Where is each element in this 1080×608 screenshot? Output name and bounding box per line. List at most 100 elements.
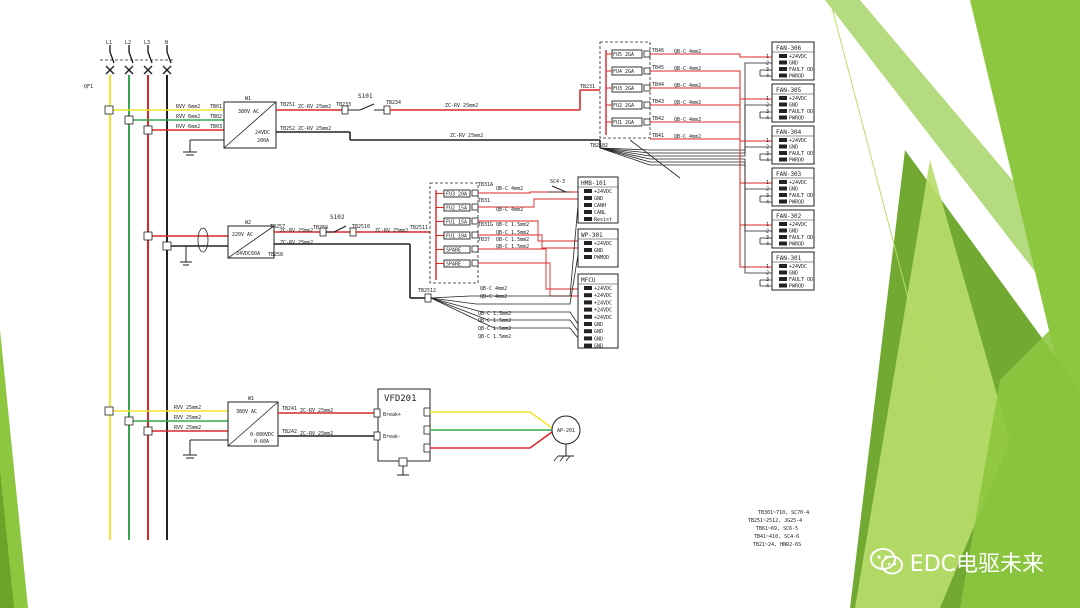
svg-text:TB233: TB233 bbox=[336, 102, 351, 108]
svg-text:TB258: TB258 bbox=[268, 252, 283, 258]
svg-text:W2: W2 bbox=[245, 220, 251, 226]
section-power-supply-1: RVV 6mm2 RVV 6mm2 RVV 6mm2 TB01 TB02 TB0… bbox=[104, 84, 608, 156]
svg-text:Break+: Break+ bbox=[383, 412, 401, 418]
wire-label: QB-C 4mm2 bbox=[674, 83, 701, 89]
svg-text:TB231: TB231 bbox=[580, 84, 595, 90]
svg-text:220V AC: 220V AC bbox=[232, 232, 253, 238]
fan-pin-number: 2 bbox=[766, 187, 769, 193]
wp-connector-pin-label: +24VDC bbox=[594, 241, 612, 247]
fan-pin-number: 2 bbox=[766, 61, 769, 67]
fan-pin-label: +24VDC bbox=[789, 180, 807, 186]
mfcu-connector-pin-label: +24VDC bbox=[594, 308, 612, 314]
vfd-box bbox=[377, 388, 431, 462]
fan-pin-number: 2 bbox=[766, 145, 769, 151]
svg-text:TB257: TB257 bbox=[270, 224, 285, 230]
fuse-label: SPARE bbox=[446, 262, 461, 268]
svg-text:ZC-RV 25mm2: ZC-RV 25mm2 bbox=[298, 126, 331, 132]
wechat-icon bbox=[869, 548, 903, 575]
fan-pin-label: +24VDC bbox=[789, 54, 807, 60]
terminal-label: TB37 bbox=[478, 237, 490, 243]
svg-text:TB2512: TB2512 bbox=[418, 288, 436, 294]
svg-text:RVV 25mm2: RVV 25mm2 bbox=[174, 405, 201, 411]
mfcu-connector-pin-label: +24VDC bbox=[594, 286, 612, 292]
svg-text:RVV 6mm2: RVV 6mm2 bbox=[176, 114, 200, 120]
wire-label: QB-C 4mm2 bbox=[496, 207, 523, 213]
fan-pin-label: FAULT OD bbox=[789, 193, 813, 199]
svg-text:TB2502: TB2502 bbox=[590, 143, 608, 149]
fan-pin-number: 1 bbox=[766, 222, 769, 228]
fuse-label: FU1 15A bbox=[446, 220, 467, 226]
terminal-label: TB31A bbox=[478, 182, 493, 188]
svg-text:ZC-RV 25mm2: ZC-RV 25mm2 bbox=[445, 103, 478, 109]
section-power-supply-2: W2 220V AC 24VDC60A TB257 ZC-RV 25mm2 TB… bbox=[143, 214, 436, 303]
fuse-label: FU3 20A bbox=[446, 192, 467, 198]
svg-text:RVV 25mm2: RVV 25mm2 bbox=[174, 425, 201, 431]
fan-pin-number: 1 bbox=[766, 180, 769, 186]
fuse: FU1 10A bbox=[436, 231, 479, 240]
svg-text:380V AC: 380V AC bbox=[238, 109, 259, 115]
fuse: FU2 2GA bbox=[606, 100, 651, 110]
mfcu-connector-pin-label: +24VDC bbox=[594, 293, 612, 299]
wire-label: QB-C 1.5mm2 bbox=[496, 244, 529, 250]
wire-label: QB-C 1.5mm2 bbox=[478, 318, 511, 324]
switch-s101-label: S101 bbox=[358, 93, 373, 100]
svg-text:24VDC: 24VDC bbox=[255, 130, 270, 136]
wp-connector-pin-label: GND bbox=[594, 248, 603, 254]
svg-text:TB241: TB241 bbox=[282, 406, 297, 412]
fan-pin-number: 3 bbox=[766, 151, 769, 157]
svg-text:SC4-3: SC4-3 bbox=[550, 179, 565, 185]
fan-pin-label: PWROD bbox=[789, 200, 804, 206]
fan-pin-label: FAULT OD bbox=[789, 235, 813, 241]
phase-l3-label: L3 bbox=[144, 40, 150, 46]
terminal-label: TB44 bbox=[652, 82, 664, 88]
fan-pin-number: 3 bbox=[766, 193, 769, 199]
svg-text:TB03: TB03 bbox=[210, 124, 222, 130]
fan-pin-number: 3 bbox=[766, 109, 769, 115]
fuse-label: FU2 2GA bbox=[613, 103, 634, 109]
fuse: FU4 2GA bbox=[606, 66, 651, 76]
fan-pin-label: PWROD bbox=[789, 74, 804, 80]
relay-sc4: SC4-3 bbox=[548, 179, 570, 193]
fan-pin-number: 2 bbox=[766, 229, 769, 235]
fuse: FU1 2GA bbox=[606, 117, 651, 127]
fuse: SPARE bbox=[436, 245, 479, 254]
svg-text:ZC-RV 25mm2: ZC-RV 25mm2 bbox=[280, 228, 313, 234]
terminal-label: TB31 bbox=[478, 198, 490, 204]
svg-text:TB251: TB251 bbox=[280, 102, 295, 108]
fan-pin-label: +24VDC bbox=[789, 222, 807, 228]
fan-pin-number: 4 bbox=[766, 158, 769, 164]
svg-text:TB242: TB242 bbox=[282, 429, 297, 435]
mfcu-connector-pin-label: GND bbox=[594, 336, 603, 342]
mfcu-connector-name: MFCU bbox=[581, 277, 596, 284]
wire-label: QB-C 4mm2 bbox=[674, 100, 701, 106]
fan-pin-label: GND bbox=[789, 61, 798, 67]
fan-pin-number: 4 bbox=[766, 200, 769, 206]
terminal-label: TB42 bbox=[652, 116, 664, 122]
fuse-label: FU5 2GA bbox=[613, 52, 634, 58]
terminal-label: TB43 bbox=[652, 99, 664, 105]
wire-label: QB-C 4mm2 bbox=[674, 117, 701, 123]
wire-label: QB-C 4mm2 bbox=[480, 286, 507, 292]
fan-pin-number: 4 bbox=[766, 242, 769, 248]
mfcu-connector-pin-label: GND bbox=[594, 322, 603, 328]
hmb-connector-pin-label: CANH bbox=[594, 203, 606, 209]
main-buses: L1 L2 L3 N QF1 bbox=[84, 40, 175, 540]
fan-pin-number: 3 bbox=[766, 67, 769, 73]
svg-text:TB02: TB02 bbox=[210, 114, 222, 120]
vfd-label: VFD201 bbox=[384, 394, 417, 404]
fan-pin-label: PWROD bbox=[789, 284, 804, 290]
wire-label: QB-C 4mm2 bbox=[674, 49, 701, 55]
phase-l1-label: L1 bbox=[106, 40, 112, 46]
fuse: SPARE bbox=[436, 259, 479, 268]
fan-pin-label: FAULT OD bbox=[789, 277, 813, 283]
fan-name: FAN-304 bbox=[776, 129, 802, 136]
svg-text:ZC-RV 25mm2: ZC-RV 25mm2 bbox=[300, 408, 333, 414]
fuse: FU2 15A bbox=[436, 203, 479, 212]
